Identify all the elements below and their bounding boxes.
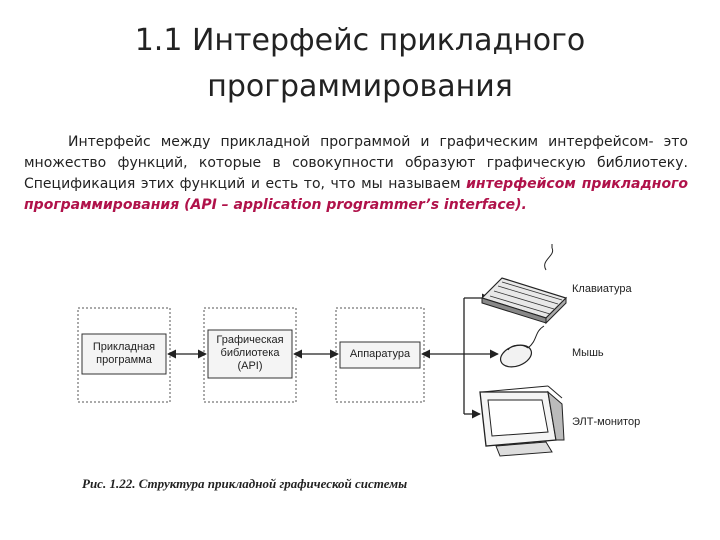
- keyboard-icon: [480, 244, 568, 325]
- hardware-label: Аппаратура: [349, 348, 411, 360]
- monitor-label: ЭЛТ-монитор: [572, 416, 641, 428]
- graphics-library-label: Графическая библиотека (API): [216, 334, 284, 372]
- figure-caption: Рис. 1.22. Структура прикладной графичес…: [82, 476, 408, 491]
- paragraph-text: Интерфейс между прикладной программой и …: [24, 134, 688, 192]
- mouse-label: Мышь: [572, 347, 604, 359]
- app-program-label: Прикладная программа: [92, 341, 156, 366]
- keyboard-label: Клавиатура: [572, 283, 632, 295]
- paragraph-highlight: интерфейсом прикладного программирования: [24, 176, 688, 213]
- intro-paragraph: Интерфейс между прикладной программой и …: [24, 132, 688, 216]
- app-program-box: [81, 333, 167, 375]
- hardware-box: [339, 341, 421, 369]
- page-title: 1.1 Интерфейс прикладного программирован…: [134, 23, 586, 104]
- mouse-icon: [499, 325, 545, 368]
- graphics-library-box: [207, 329, 293, 379]
- crt-monitor-icon: [479, 385, 565, 457]
- paragraph-api-text: (API – application programmer’s interfac…: [179, 197, 527, 213]
- app-program-frame: [77, 307, 171, 403]
